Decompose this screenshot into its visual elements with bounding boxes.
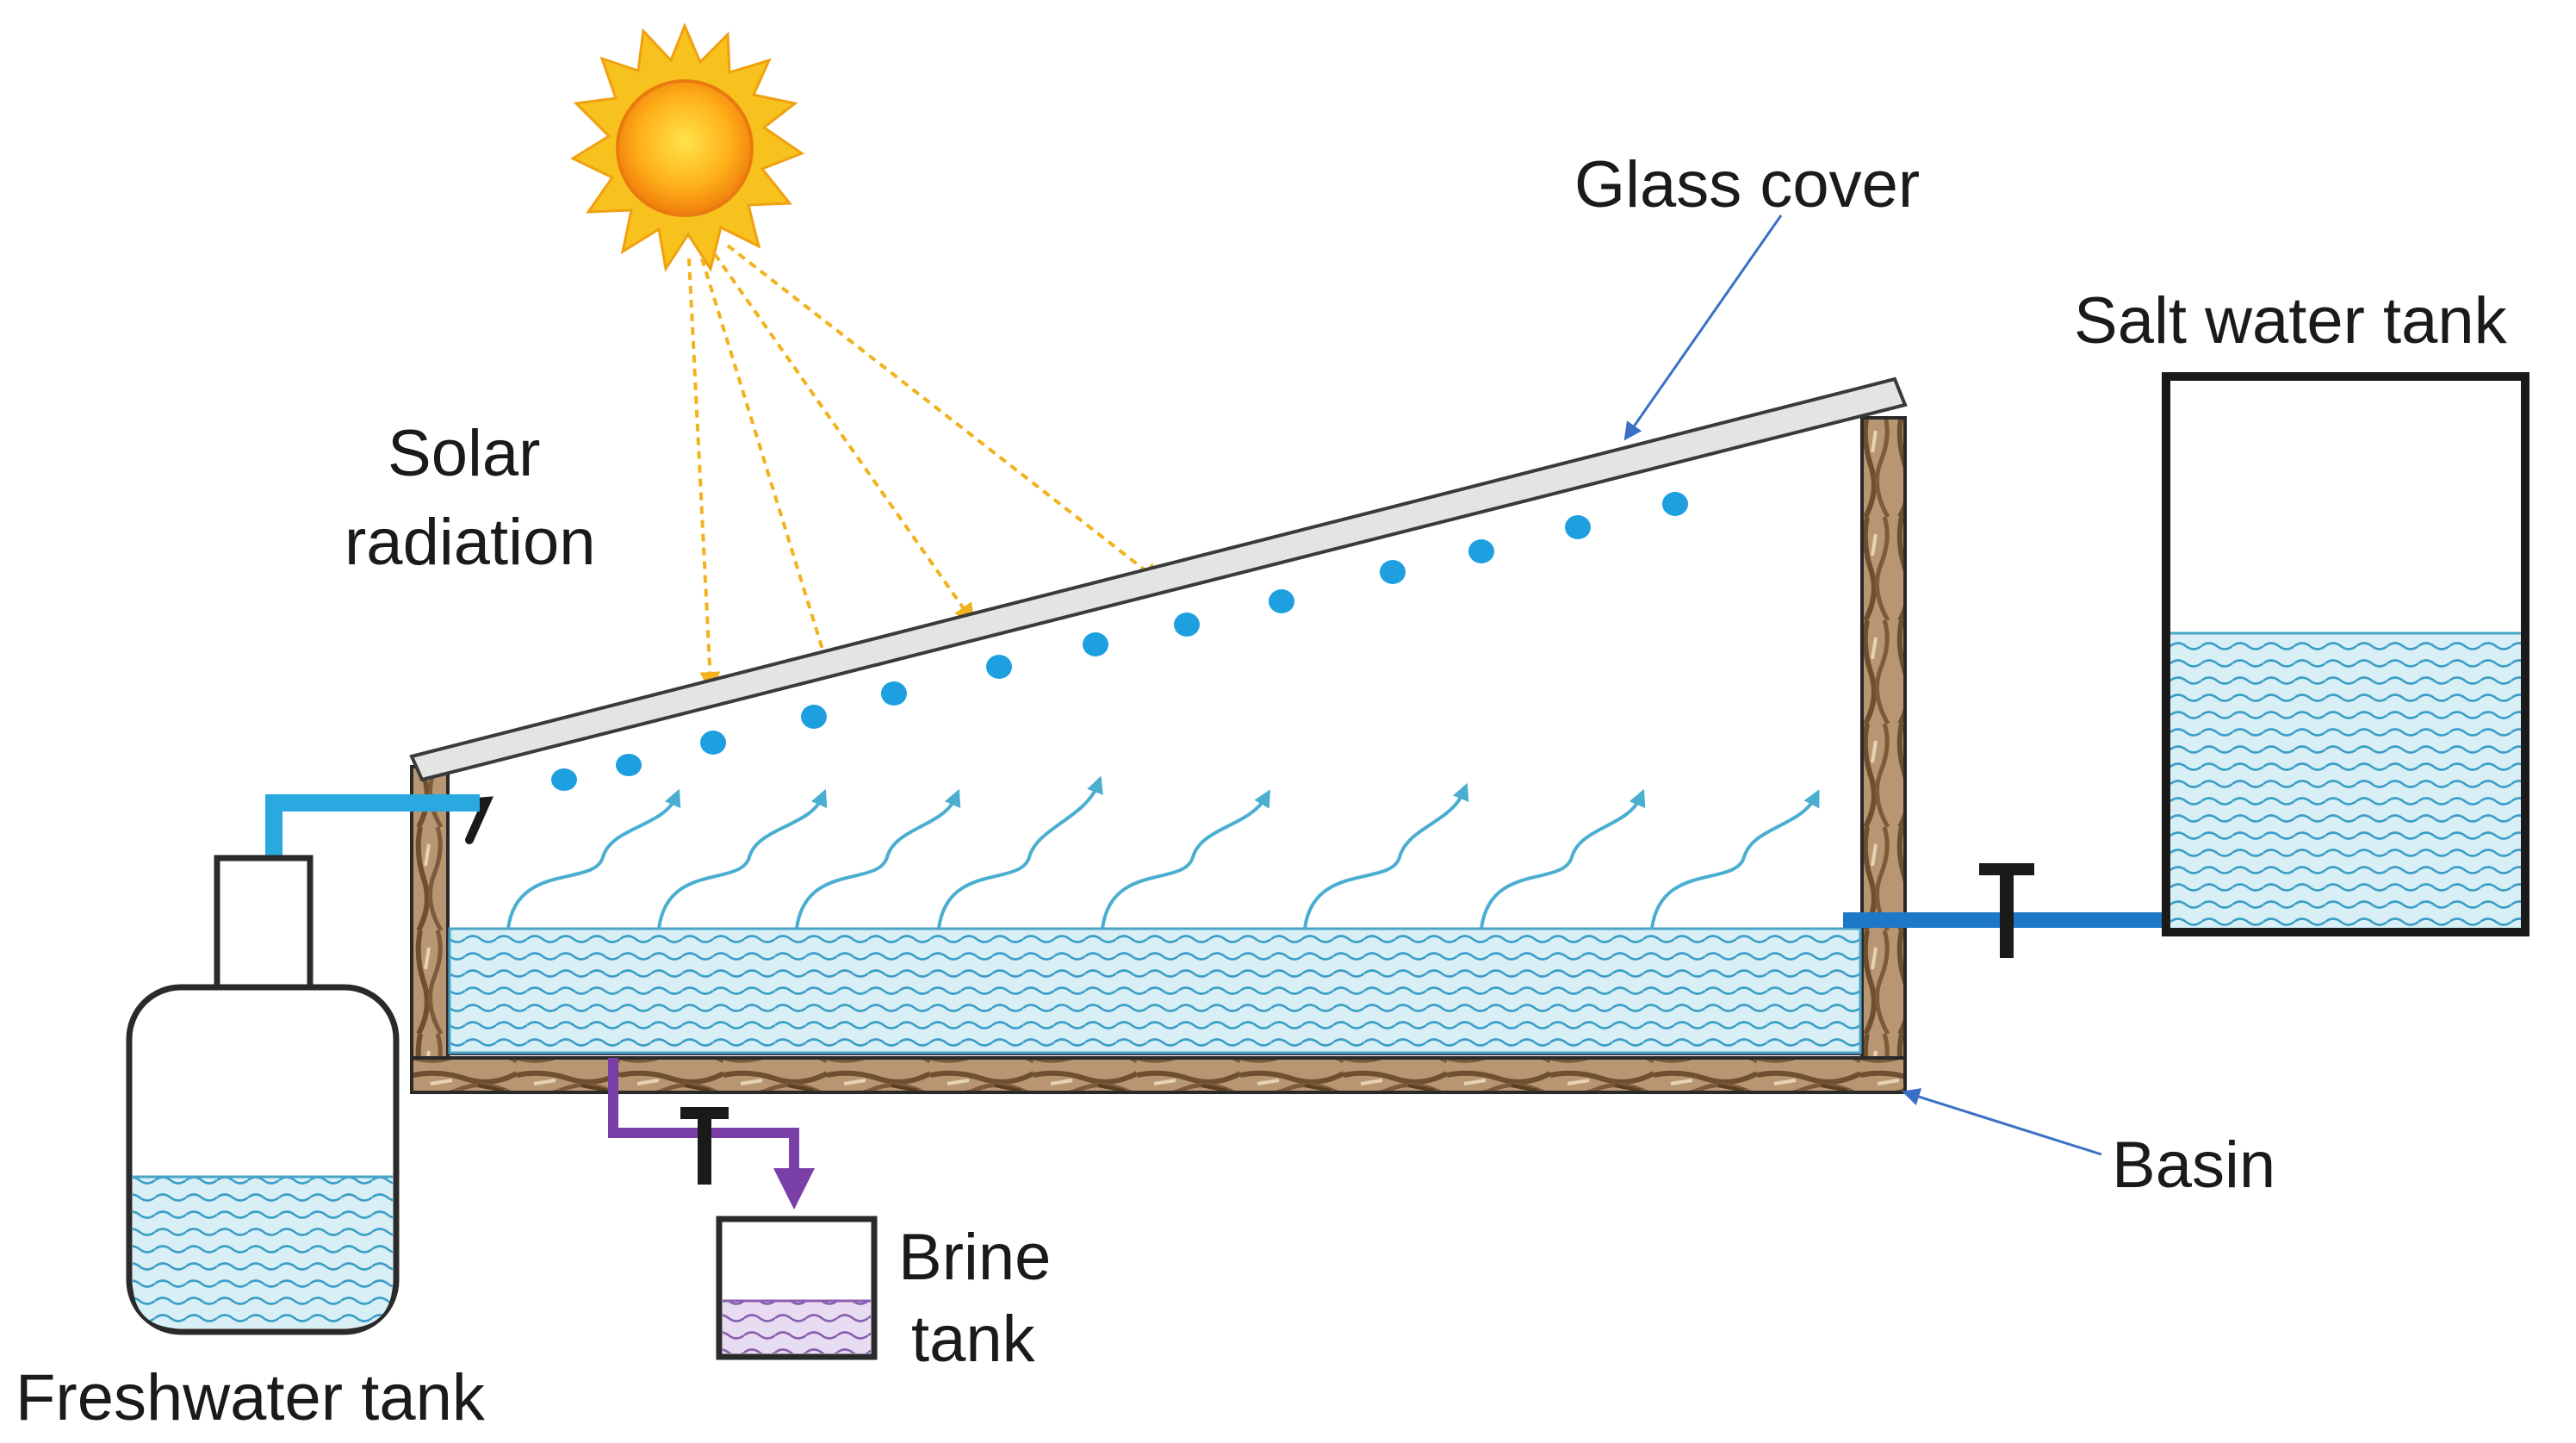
basin-water xyxy=(448,927,1862,1054)
brine-tank-label-line2: tank xyxy=(911,1303,1036,1376)
droplet xyxy=(1174,613,1200,637)
droplet xyxy=(1083,632,1108,656)
solar-ray xyxy=(687,258,721,693)
vapor-arrow xyxy=(937,775,1103,930)
salt-water-tank xyxy=(2162,372,2529,936)
freshwater-tank-neck xyxy=(214,855,313,991)
basin-label: Basin xyxy=(2112,1129,2275,1202)
droplet xyxy=(801,705,827,729)
sun-icon xyxy=(569,22,805,273)
droplet xyxy=(1380,560,1406,584)
glass-cover-label: Glass cover xyxy=(1574,148,1920,221)
vapor-arrow xyxy=(1480,788,1646,930)
valve-icon xyxy=(1979,863,2034,958)
droplet xyxy=(616,754,642,776)
fresh-pipe xyxy=(265,794,480,858)
freshwater-tank xyxy=(126,855,400,1335)
basin-pointer xyxy=(1901,1088,2102,1156)
freshwater-tank-label: Freshwater tank xyxy=(16,1361,486,1434)
vapor-arrows xyxy=(506,775,1820,930)
solar-rays xyxy=(687,244,1163,693)
droplet xyxy=(700,731,726,755)
vapor-arrow xyxy=(657,788,828,930)
right-wall xyxy=(1860,416,1907,1087)
freshwater-tank-water xyxy=(133,1177,393,1328)
glass-cover-pointer xyxy=(1623,215,1783,441)
droplet xyxy=(1468,539,1494,563)
left-wall xyxy=(410,765,450,1087)
brine-tank-label-line1: Brine xyxy=(898,1221,1051,1294)
valve-icon xyxy=(680,1107,729,1185)
condensate-droplets xyxy=(551,492,1688,791)
droplet xyxy=(881,681,907,706)
vapor-arrow xyxy=(1650,789,1820,930)
droplet xyxy=(551,768,577,791)
vapor-arrow xyxy=(1303,782,1469,930)
vapor-arrow xyxy=(506,788,681,930)
salt-water-tank-label: Salt water tank xyxy=(2074,284,2508,358)
droplet xyxy=(1662,492,1688,516)
droplet xyxy=(1565,515,1591,539)
solar-ray xyxy=(713,252,975,625)
solar-ray xyxy=(700,258,834,674)
glass-cover xyxy=(409,376,1908,782)
brine-tank xyxy=(716,1216,878,1360)
vapor-arrow xyxy=(1101,789,1270,930)
basin-floor xyxy=(410,1056,1907,1094)
droplet xyxy=(1269,589,1294,613)
solar-ray xyxy=(726,244,1163,584)
solar-radiation-label-line1: Solar xyxy=(388,417,540,490)
vapor-arrow xyxy=(795,788,961,930)
droplet xyxy=(986,655,1012,679)
solar-radiation-label-line2: radiation xyxy=(345,506,596,579)
